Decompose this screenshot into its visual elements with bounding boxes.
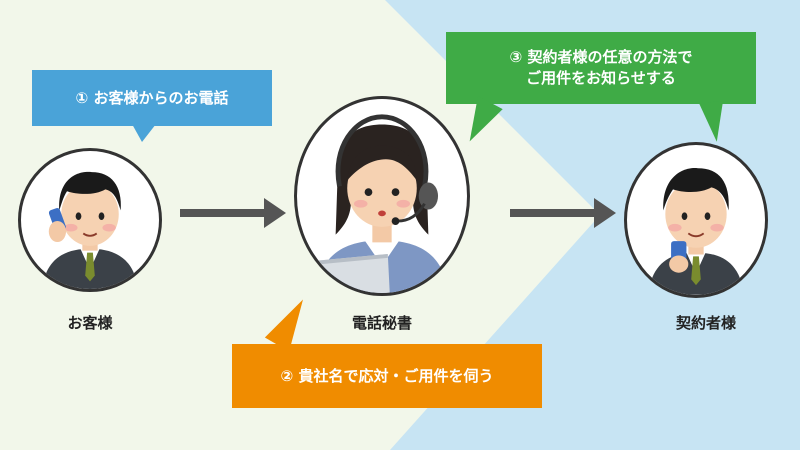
- step1-bubble: ① お客様からのお電話: [32, 70, 272, 142]
- secretary-illustration: [306, 114, 448, 293]
- contractor-illustration: [648, 168, 744, 295]
- step1-bubble-tail: [132, 124, 156, 142]
- customer-illustration: [42, 171, 138, 289]
- customer-label: お客様: [67, 314, 113, 332]
- contractor-portrait: [624, 142, 768, 298]
- step2-text: ② 貴社名で応対・ご用件を伺う: [280, 366, 494, 385]
- step3-text: ③ 契約者様の任意の方法で ご用件をお知らせする: [509, 48, 693, 87]
- step3-bubble: ③ 契約者様の任意の方法で ご用件をお知らせする: [446, 32, 756, 148]
- step2-bubble: ② 貴社名で応対・ご用件を伺う: [232, 292, 542, 408]
- customer-portrait: [18, 148, 162, 292]
- arrow-secretary-to-contractor: [510, 198, 616, 228]
- contractor-label: 契約者様: [675, 314, 736, 332]
- arrow-customer-to-secretary: [180, 198, 286, 228]
- secretary-label: 電話秘書: [351, 314, 412, 332]
- step1-text: ① お客様からのお電話: [75, 88, 229, 107]
- secretary-portrait: [294, 96, 470, 296]
